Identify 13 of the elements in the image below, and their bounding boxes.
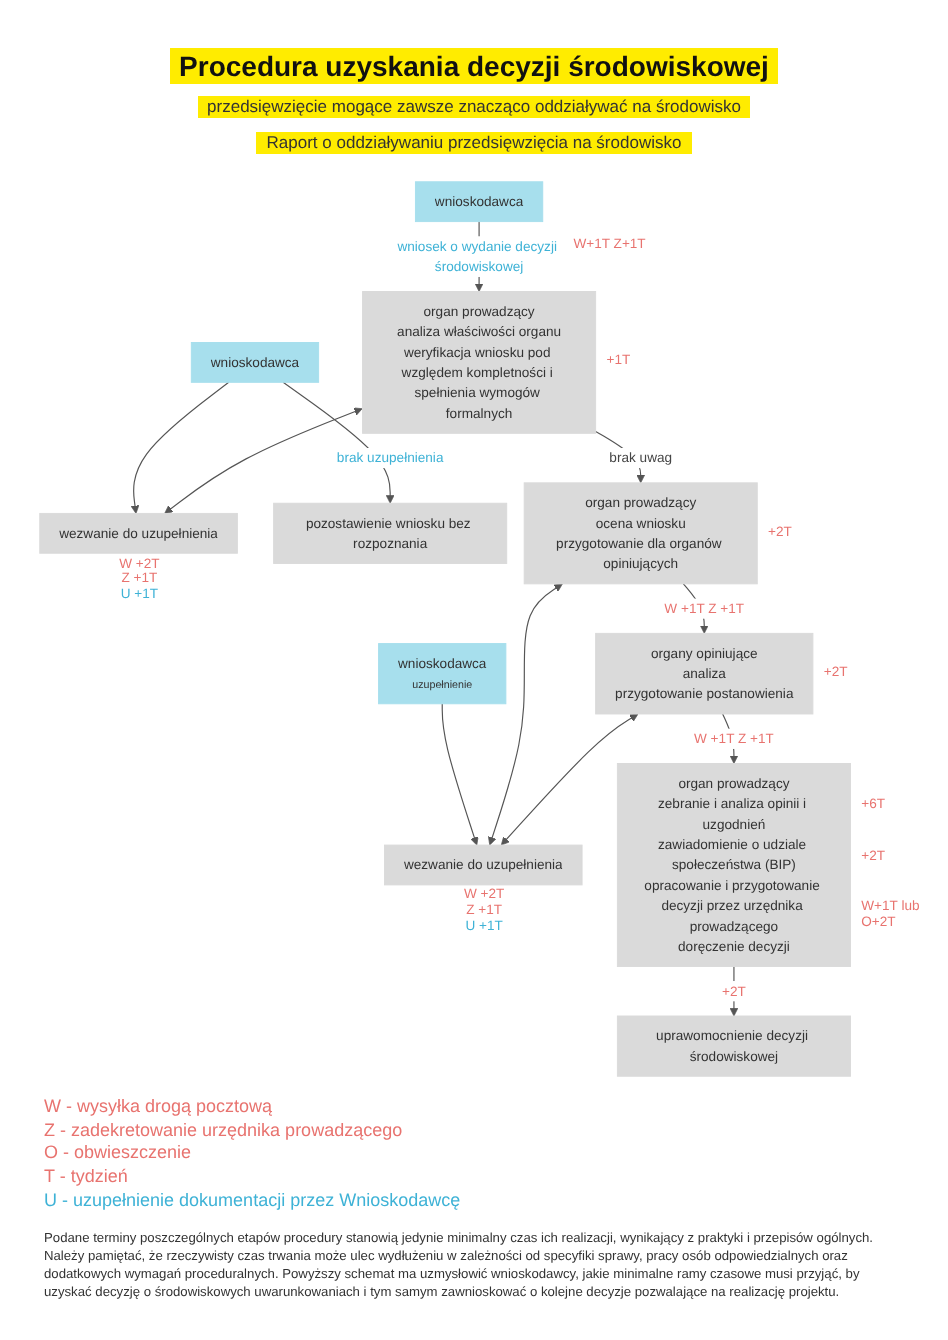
legend-entry: O - obwieszczenie [44, 1142, 194, 1167]
subtitle: przedsięwzięcie mogące zawsze znacząco oddziaływać na środowisko [197, 96, 751, 119]
legend-entry: Z - zadekretowanie urzędnika prowadzącego [44, 1119, 405, 1143]
legend-entry: W - wysyłka drogą pocztową [44, 1096, 275, 1120]
legend-entry: T - tydzień [44, 1166, 130, 1190]
arrow [131, 381, 231, 514]
legend-entry: U - uzupełnienie dokumentacji przez Wnioskodawcę [44, 1189, 463, 1213]
arrow [442, 703, 480, 846]
arrow [501, 713, 640, 846]
title: Procedura uzyskania decyzji środowiskowej [169, 48, 779, 85]
arrow [488, 583, 564, 846]
arrow [165, 407, 364, 514]
subtitle: Raport o oddziaływaniu przedsięwzięcia na środowisko [256, 132, 692, 155]
